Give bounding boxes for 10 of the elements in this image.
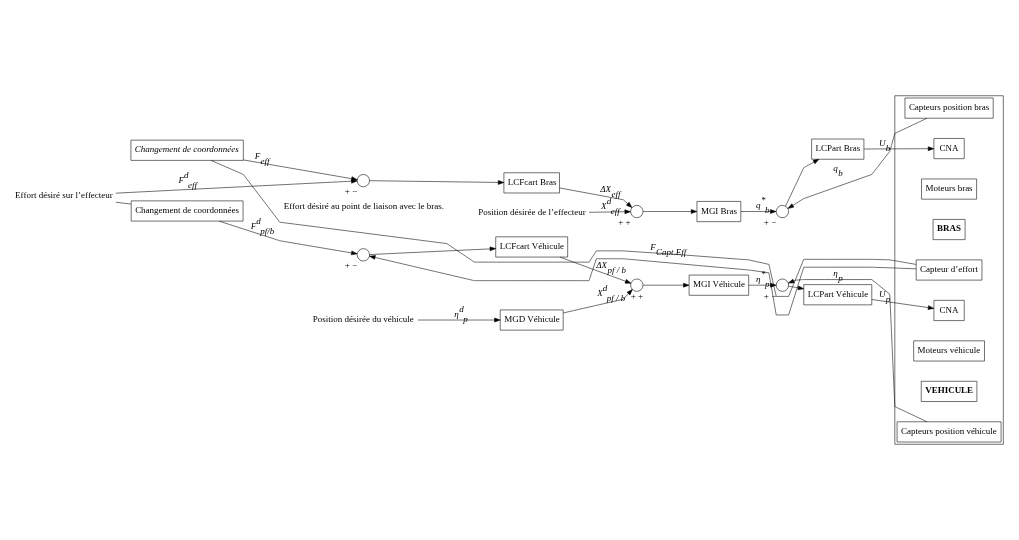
node-label: + − (763, 216, 777, 227)
node-text: Effort désiré sur l’effecteur (15, 189, 113, 200)
label: Effort désiré au point de liaison avec le bras. (283, 201, 445, 212)
node-text: Position désirée du véhicule (312, 314, 414, 325)
node-label: + − (344, 186, 358, 196)
node-label: + − (763, 290, 777, 301)
node-text: Position désirée de l’effecteur (478, 207, 586, 218)
node-label: + − (344, 260, 358, 271)
node-label: + + (630, 290, 644, 301)
node-label: + + (618, 216, 631, 227)
